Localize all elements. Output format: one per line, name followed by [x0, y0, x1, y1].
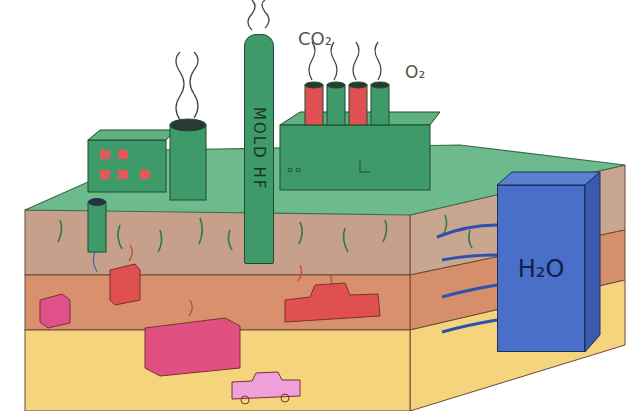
gas-label: CO₂ — [298, 28, 332, 49]
water-side — [585, 172, 600, 352]
factory-building — [88, 140, 166, 192]
pipe — [88, 202, 106, 252]
chimney — [170, 125, 206, 200]
smoke — [176, 0, 381, 120]
buried-waste — [40, 264, 380, 404]
node-text: H₂O — [518, 255, 565, 283]
chimney-stack: MOLD HF — [244, 34, 274, 264]
pipe-leak — [93, 252, 97, 272]
water-flow — [437, 225, 497, 332]
stacks — [305, 82, 389, 125]
factory-roof — [88, 130, 176, 140]
gas-label: O₂ — [405, 62, 425, 82]
node-text: MOLD HF — [250, 107, 268, 190]
plant-marks — [288, 160, 370, 172]
water-top — [497, 172, 600, 185]
pipe-top — [88, 198, 106, 206]
water-block: H₂O — [497, 185, 585, 352]
power-plant — [280, 125, 430, 190]
chimney-top — [170, 119, 206, 131]
soil-layer — [25, 210, 410, 275]
windows — [100, 150, 150, 179]
